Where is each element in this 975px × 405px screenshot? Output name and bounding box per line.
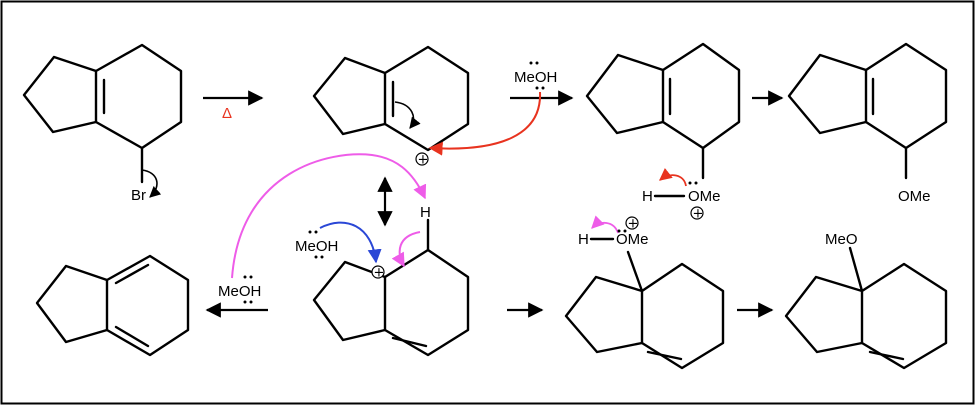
pi-shift-arrow (394, 101, 421, 129)
molecule-oxonium-top: H OMe + (585, 42, 741, 222)
red-nucleophile-arrow (428, 91, 542, 156)
elimination-step: MeOH (205, 275, 268, 318)
molecule-ether-product-top: OMe (787, 42, 948, 205)
heat-step-arrow: Δ (203, 90, 264, 122)
positive-charge-icon (371, 265, 385, 279)
positive-charge-icon (690, 206, 704, 220)
methanol-label-top: MeOH (514, 69, 557, 86)
magenta-hydride-shift-arrow (391, 231, 421, 268)
red-deprotonation-arrow (659, 168, 687, 187)
svg-text:+: + (693, 207, 704, 222)
delta-label: Δ (222, 105, 232, 122)
ome-product-label-top: OMe (898, 188, 931, 205)
bromine-label: Br (131, 187, 146, 204)
molecule-allylic-cation: + (312, 45, 470, 168)
blue-nucleophile-arrow (319, 221, 382, 264)
charge-label: + (418, 153, 429, 168)
ome-label-top: OMe (688, 188, 721, 205)
molecule-allylic-bromide: Br (22, 43, 183, 204)
hydrogen-label-top: H (642, 188, 653, 205)
svg-text:+: + (374, 266, 385, 281)
svg-text:+: + (628, 217, 639, 232)
hydride-label: H (420, 204, 431, 221)
magenta-deprotonation-arrow (591, 215, 619, 234)
meo-product-label-bottom: MeO (825, 231, 858, 248)
leaving-group-arrow (141, 169, 162, 198)
molecule-ether-product-bottom: MeO (784, 231, 948, 370)
methanol-attack-step: MeOH (428, 61, 574, 156)
methanol-attack-bottom: MeOH (295, 221, 382, 264)
ome-label-bottom: OMe (616, 231, 649, 248)
molecule-oxonium-bottom: H OMe + (564, 215, 725, 370)
positive-charge-icon (415, 152, 429, 166)
methanol-label-elim: MeOH (218, 283, 261, 300)
positive-charge-icon (625, 216, 639, 230)
magenta-elimination-arrow (231, 153, 427, 279)
molecule-diene-product (35, 254, 190, 357)
molecule-tertiary-cation: H + (312, 204, 470, 357)
hydrogen-label-bottom: H (578, 231, 589, 248)
methanol-label-mid: MeOH (295, 238, 338, 255)
